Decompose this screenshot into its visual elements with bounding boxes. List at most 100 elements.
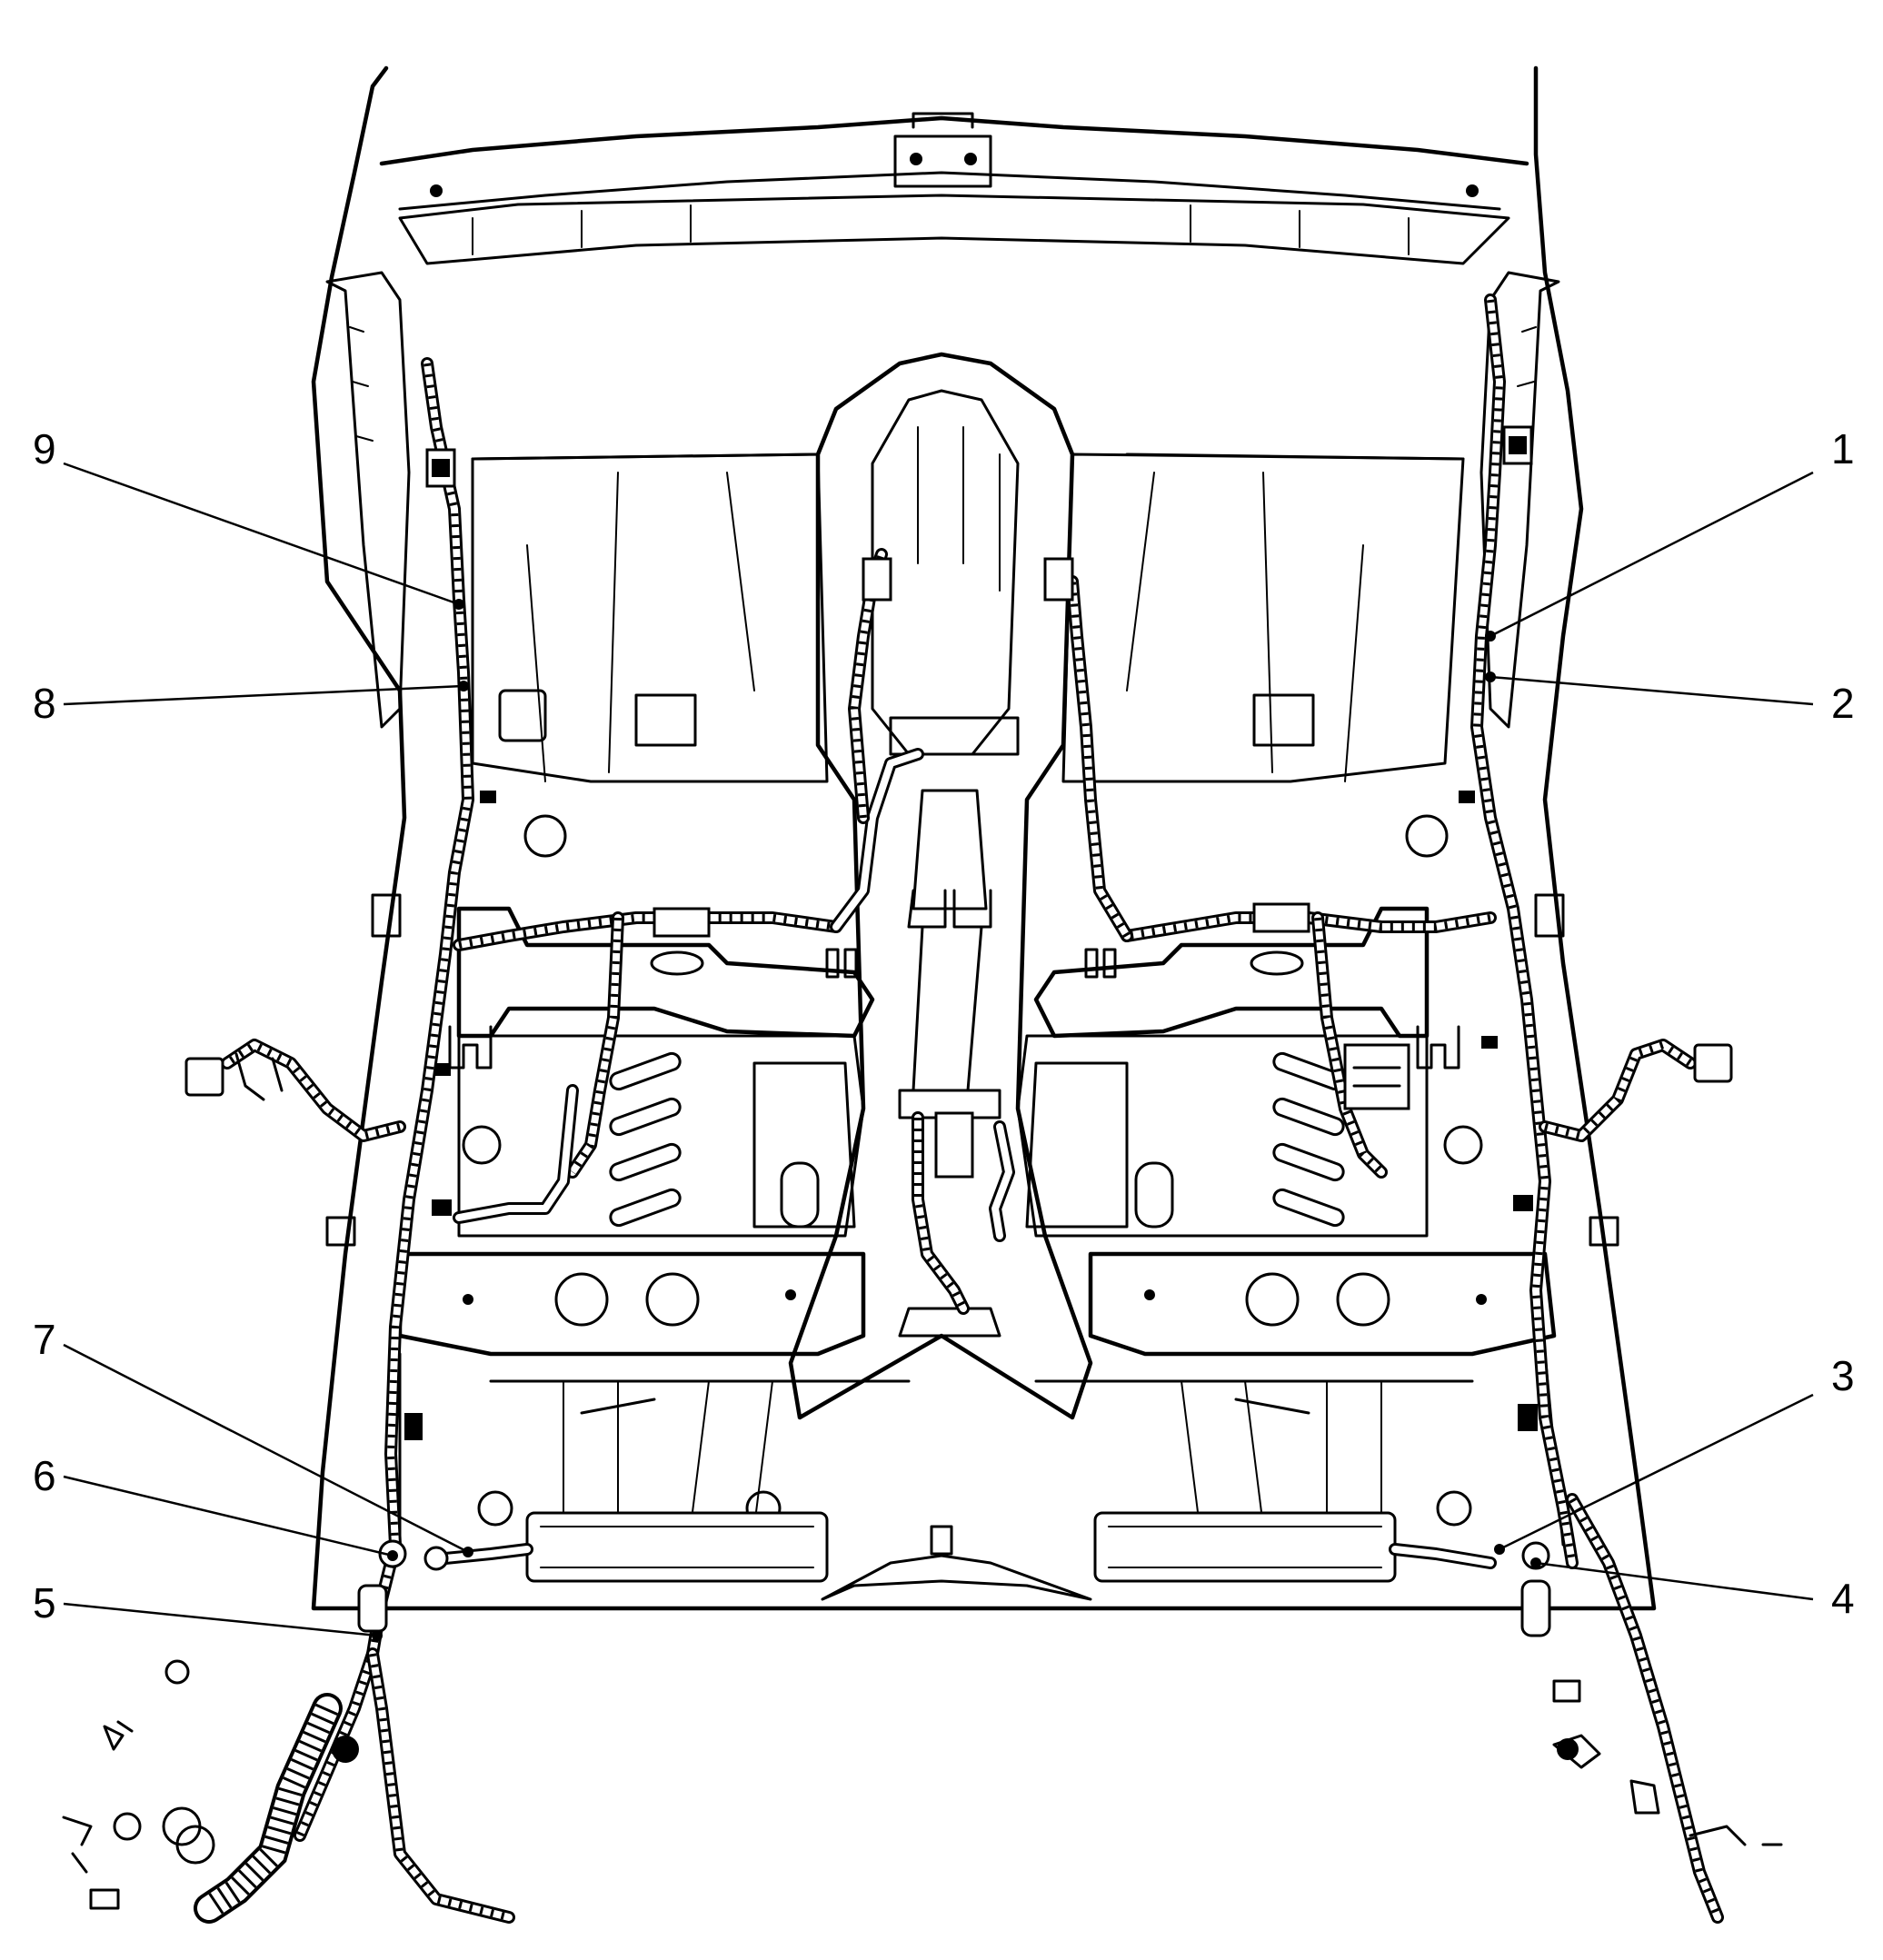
right-crossmember-bolt (1144, 1289, 1155, 1300)
slot-l2 (843, 948, 858, 979)
clip-3 (434, 1063, 451, 1076)
left-sill-bracket-1 (371, 893, 402, 938)
loose-clip-right-3 (1689, 1825, 1783, 1846)
callout-4-leader (1535, 1561, 1814, 1601)
left-grommet-2 (423, 1546, 449, 1571)
right-floor-ribs (1126, 472, 1364, 782)
harness-connectors (357, 425, 1551, 1637)
callout-9-leader (63, 462, 460, 606)
tunnel-opening (912, 789, 988, 910)
left-crossmember-hole-1 (554, 1272, 609, 1327)
left-module-detail (540, 1526, 814, 1568)
callout-9: 9 (33, 425, 56, 473)
loose-grommet-right (1557, 1738, 1579, 1760)
slot-r2 (1102, 948, 1117, 979)
cowl-center-bracket (893, 112, 992, 188)
cowl-bolt-right (964, 153, 977, 165)
callout-8: 8 (33, 680, 56, 727)
tunnel-ribs (917, 426, 1001, 592)
right-floor-well (1025, 1061, 1129, 1229)
left-rear-floor-hole (462, 1125, 502, 1165)
right-crossmember-hole-2 (1336, 1272, 1390, 1327)
left-rear-clip (404, 1413, 423, 1440)
left-sill-bracket-2 (325, 1216, 356, 1247)
right-floor-plug (1252, 693, 1315, 747)
left-tunnel-branch (830, 748, 924, 933)
right-module-detail (1108, 1526, 1382, 1568)
rear-center-hump (821, 1554, 1092, 1601)
rear-modules (525, 1511, 1397, 1583)
left-well-plug (780, 1161, 820, 1229)
loose-grommet-black (332, 1736, 359, 1763)
left-crossmember-slot (650, 950, 704, 976)
tunnel-rear-brackets (907, 889, 992, 929)
callout-3: 3 (1831, 1352, 1855, 1399)
right-tunnel-connector (1043, 557, 1074, 602)
tunnel-module (934, 1111, 974, 1179)
left-rear-floor-pan (457, 1034, 865, 1238)
callout-5-leader (63, 1602, 378, 1637)
left-floor-well (752, 1061, 856, 1229)
callout-1: 1 (1831, 425, 1855, 473)
left-floor-plug (634, 693, 697, 747)
right-floor-hole-1 (1405, 814, 1449, 858)
left-crossmember-hole-2 (645, 1272, 700, 1327)
callout-3-leader (1499, 1393, 1814, 1551)
right-well-plug (1134, 1161, 1174, 1229)
loose-hardware (62, 1659, 1783, 1910)
callout-4: 4 (1831, 1575, 1855, 1622)
right-seat-connector (1252, 902, 1310, 933)
left-floor-hole-1 (523, 814, 567, 858)
right-sill-bracket-1 (1534, 893, 1565, 938)
floor-wiring-harness (184, 294, 1733, 1924)
cowl-bolt-far-left (430, 184, 443, 197)
callout-1-leader (1489, 471, 1814, 638)
callout-2: 2 (1831, 680, 1855, 727)
left-floor-tab (498, 689, 547, 742)
callout-2-leader (1489, 675, 1814, 706)
loose-clip-3 (89, 1888, 120, 1910)
clip-2 (1459, 791, 1475, 803)
left-seat-bracket (448, 1025, 493, 1070)
loose-clip-right (1552, 1734, 1601, 1769)
callout-6: 6 (33, 1452, 56, 1499)
slot-l1 (825, 948, 840, 979)
left-rear-hole (477, 1490, 513, 1527)
clip-5 (1513, 1195, 1533, 1211)
left-crossmember-bolt-2 (785, 1289, 796, 1300)
callout-7: 7 (33, 1316, 56, 1363)
left-door-clips (234, 1052, 284, 1101)
right-crossmember-hole-1 (1245, 1272, 1300, 1327)
front-cowl (379, 115, 1529, 166)
loose-block-right (1552, 1679, 1581, 1703)
right-sill-bracket-2 (1589, 1216, 1619, 1247)
rear-floor-slots (580, 1398, 1310, 1415)
callout-5: 5 (33, 1579, 56, 1627)
cowl-bolt-far-right (1466, 184, 1479, 197)
vehicle-floor-body (311, 65, 1657, 1611)
left-front-floor-pan (471, 453, 829, 783)
cowl-ribs (472, 204, 1410, 255)
right-lower-connector (1520, 1579, 1551, 1637)
front-seat-crossmember (456, 906, 875, 1039)
right-crossmember-slot (1250, 950, 1304, 976)
right-rear-hole (1436, 1490, 1472, 1527)
slot-r1 (1084, 948, 1099, 979)
right-rear-module (1093, 1511, 1397, 1583)
cowl-bolt-left (910, 153, 922, 165)
cowl-lower-edge (398, 171, 1501, 211)
left-door-connector (184, 1057, 224, 1097)
callout-7-leader (63, 1343, 469, 1554)
left-seat-connector (653, 907, 711, 938)
left-hinge-pillar (325, 271, 411, 729)
right-hinge-pillar (1480, 271, 1560, 729)
left-crossmember-bolt (463, 1294, 473, 1305)
left-rear-module (525, 1511, 829, 1583)
front-seat-crossmember-right (1033, 906, 1430, 1039)
loose-clip-2 (62, 1816, 93, 1874)
right-door-connector (1693, 1043, 1733, 1083)
tunnel-center-rail (912, 925, 983, 1092)
tunnel-inner (871, 389, 1020, 756)
right-rear-clip (1518, 1404, 1538, 1431)
clip-1 (480, 791, 496, 803)
